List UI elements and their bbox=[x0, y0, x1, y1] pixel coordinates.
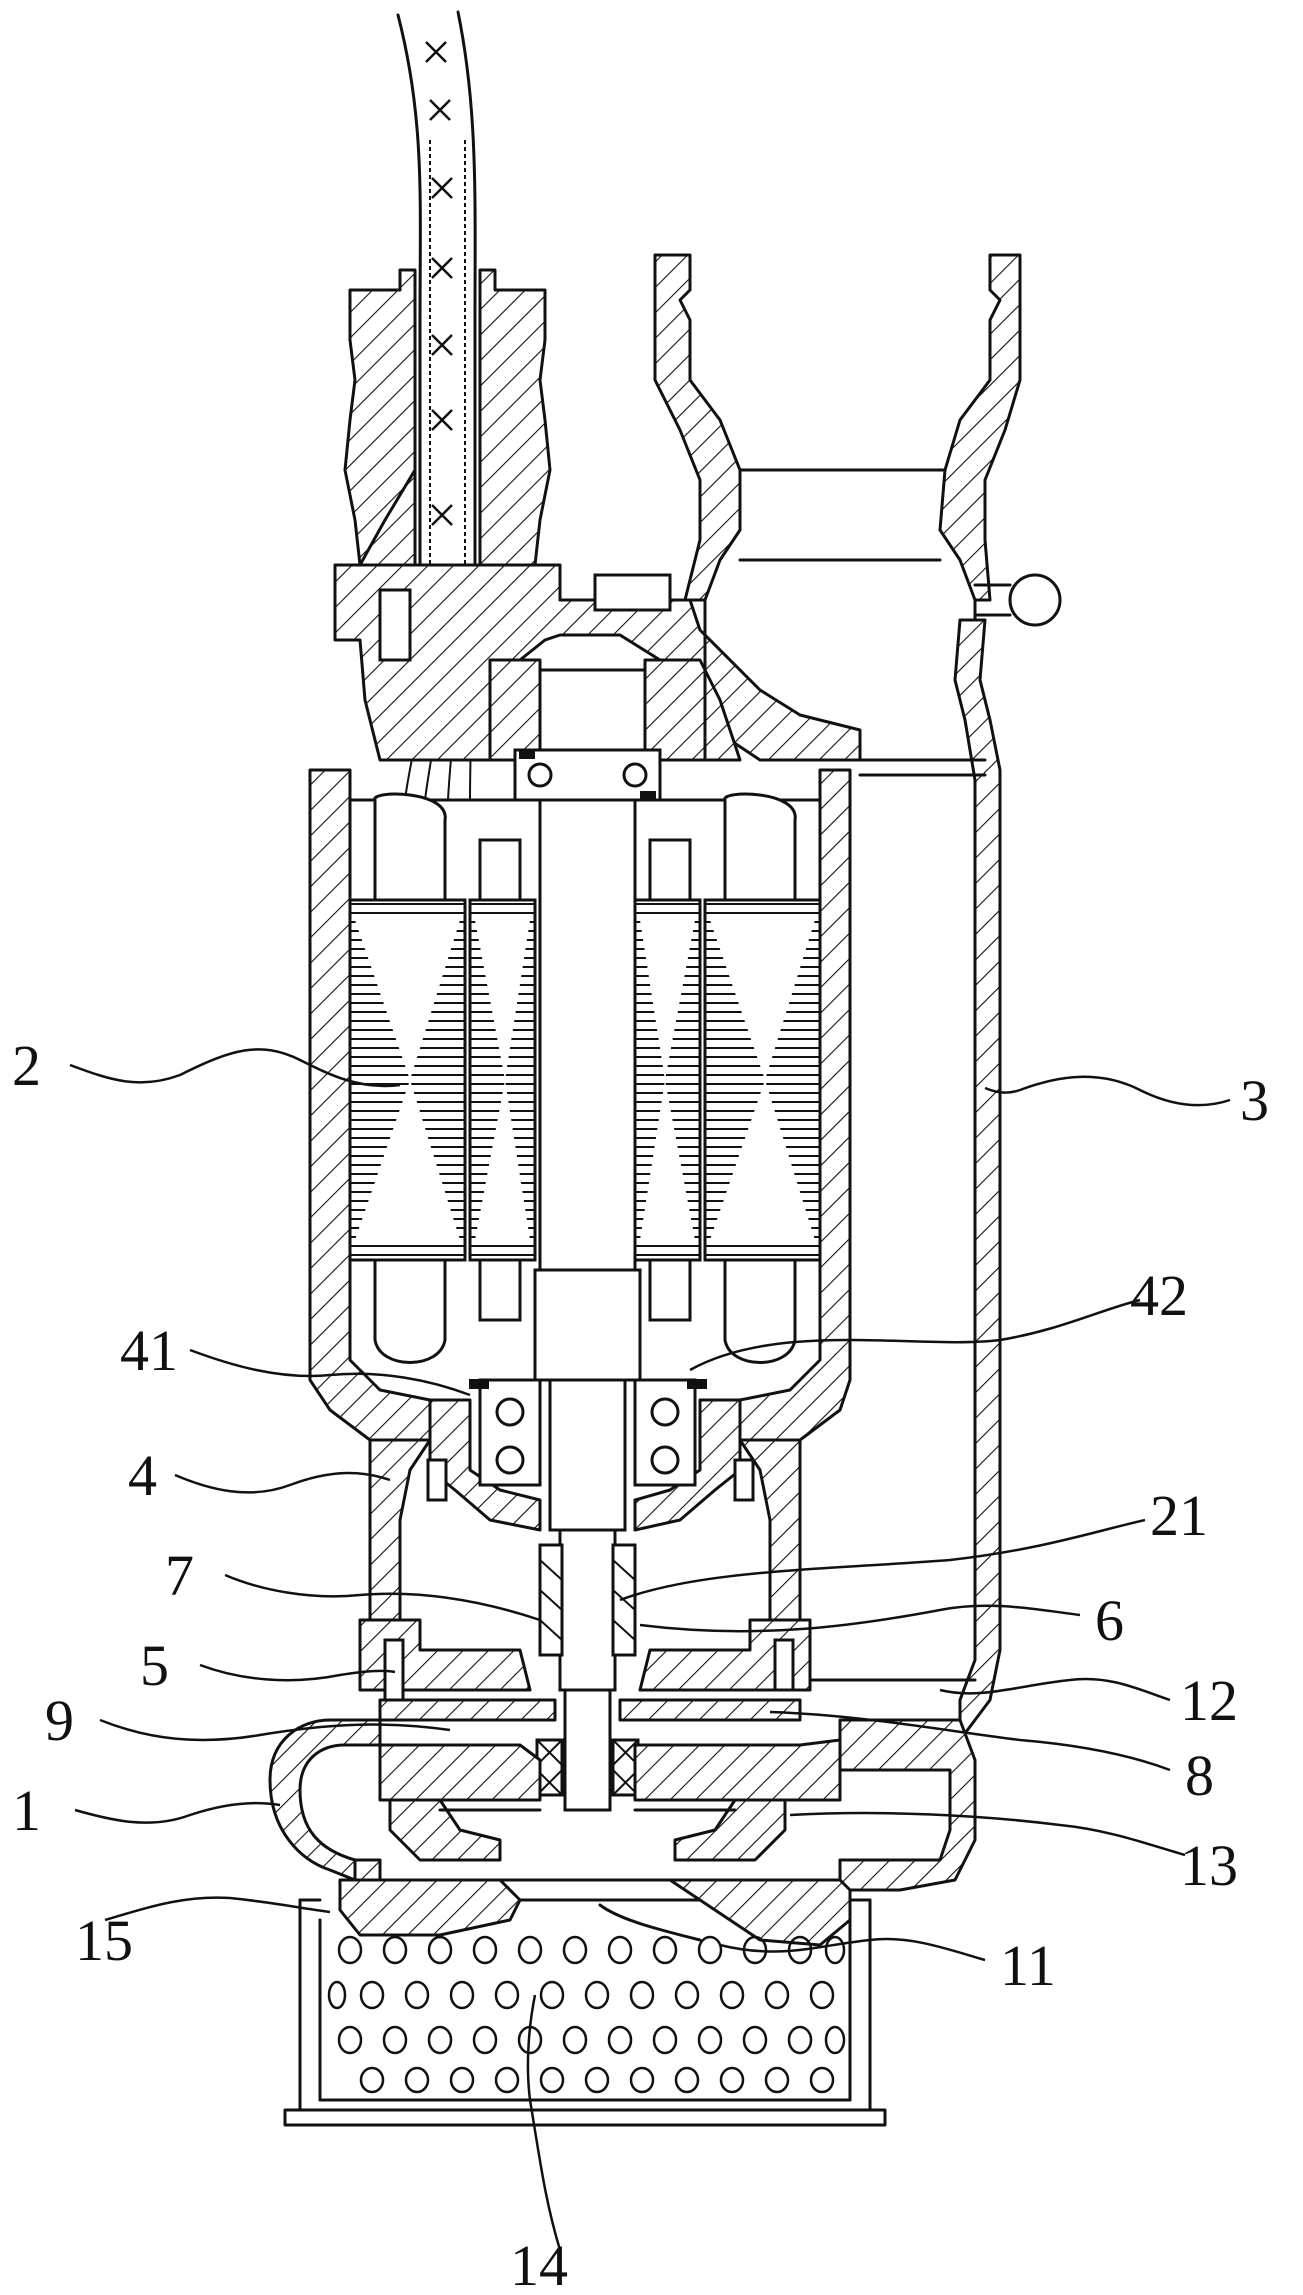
label-21: 21 bbox=[1150, 1483, 1208, 1548]
label-1: 1 bbox=[12, 1778, 41, 1843]
leader-2 bbox=[69, 1048, 401, 1088]
part-labels: 2 3 42 41 4 21 7 6 5 12 9 8 1 13 15 11 1… bbox=[12, 1033, 1269, 2295]
label-7: 7 bbox=[165, 1543, 194, 1608]
top-cover bbox=[333, 563, 862, 762]
label-5: 5 bbox=[140, 1633, 169, 1698]
leader-6 bbox=[639, 1604, 1081, 1633]
shaft-rotor-hub bbox=[533, 1268, 642, 1382]
leader-13 bbox=[789, 1811, 1186, 1857]
leader-5 bbox=[199, 1663, 396, 1682]
bolt-right bbox=[733, 1458, 755, 1502]
label-41: 41 bbox=[120, 1318, 178, 1383]
lifting-eye bbox=[1008, 573, 1062, 627]
leader-21 bbox=[619, 1518, 1146, 1602]
label-12: 12 bbox=[1180, 1668, 1238, 1733]
leader-8 bbox=[769, 1710, 1171, 1772]
bearing-42 bbox=[633, 1378, 697, 1487]
motor-shaft bbox=[533, 788, 642, 1812]
pump-casing bbox=[268, 1718, 977, 1912]
label-13: 13 bbox=[1180, 1833, 1238, 1898]
label-42: 42 bbox=[1130, 1263, 1188, 1328]
strainer-holes bbox=[327, 1935, 846, 2094]
leader-15 bbox=[104, 1896, 331, 1922]
leader-9 bbox=[99, 1718, 451, 1742]
bolt-12 bbox=[773, 1638, 795, 1692]
cable-gland bbox=[343, 268, 552, 567]
shaft-tip bbox=[563, 1688, 612, 1812]
shaft-upper bbox=[538, 788, 637, 1272]
leader-41 bbox=[189, 1348, 471, 1397]
bearing-seat bbox=[426, 1378, 755, 1532]
label-14: 14 bbox=[510, 2233, 568, 2295]
upper-bearing bbox=[513, 748, 662, 802]
label-2: 2 bbox=[12, 1033, 41, 1098]
label-11: 11 bbox=[1000, 1933, 1056, 1998]
label-15: 15 bbox=[75, 1908, 133, 1973]
leader-7 bbox=[224, 1573, 541, 1622]
leader-42 bbox=[689, 1298, 1141, 1372]
bearing-41 bbox=[478, 1378, 542, 1487]
leader-14 bbox=[526, 1994, 562, 2251]
discharge-outlet bbox=[653, 253, 1062, 762]
label-8: 8 bbox=[1185, 1743, 1214, 1808]
bolt-left bbox=[426, 1458, 448, 1502]
suction-cover bbox=[338, 1878, 852, 1947]
leader-1 bbox=[74, 1801, 281, 1824]
seal-housing bbox=[358, 1438, 812, 1702]
impeller bbox=[388, 1798, 787, 1862]
strainer bbox=[283, 1898, 887, 2127]
discharge-channel-casing bbox=[778, 618, 1002, 1772]
shaft-middle bbox=[548, 1378, 627, 1532]
stator-windings bbox=[348, 792, 822, 1364]
label-4: 4 bbox=[128, 1443, 157, 1508]
leader-11 bbox=[719, 1937, 986, 1962]
label-6: 6 bbox=[1095, 1588, 1124, 1653]
partition-plate bbox=[378, 1698, 802, 1722]
label-9: 9 bbox=[45, 1688, 74, 1753]
label-3: 3 bbox=[1240, 1068, 1269, 1133]
leader-lines bbox=[69, 1048, 1231, 2251]
leader-4 bbox=[174, 1471, 391, 1494]
leader-12 bbox=[939, 1677, 1171, 1702]
leader-3 bbox=[984, 1075, 1231, 1107]
shaft-lower bbox=[558, 1528, 617, 1692]
